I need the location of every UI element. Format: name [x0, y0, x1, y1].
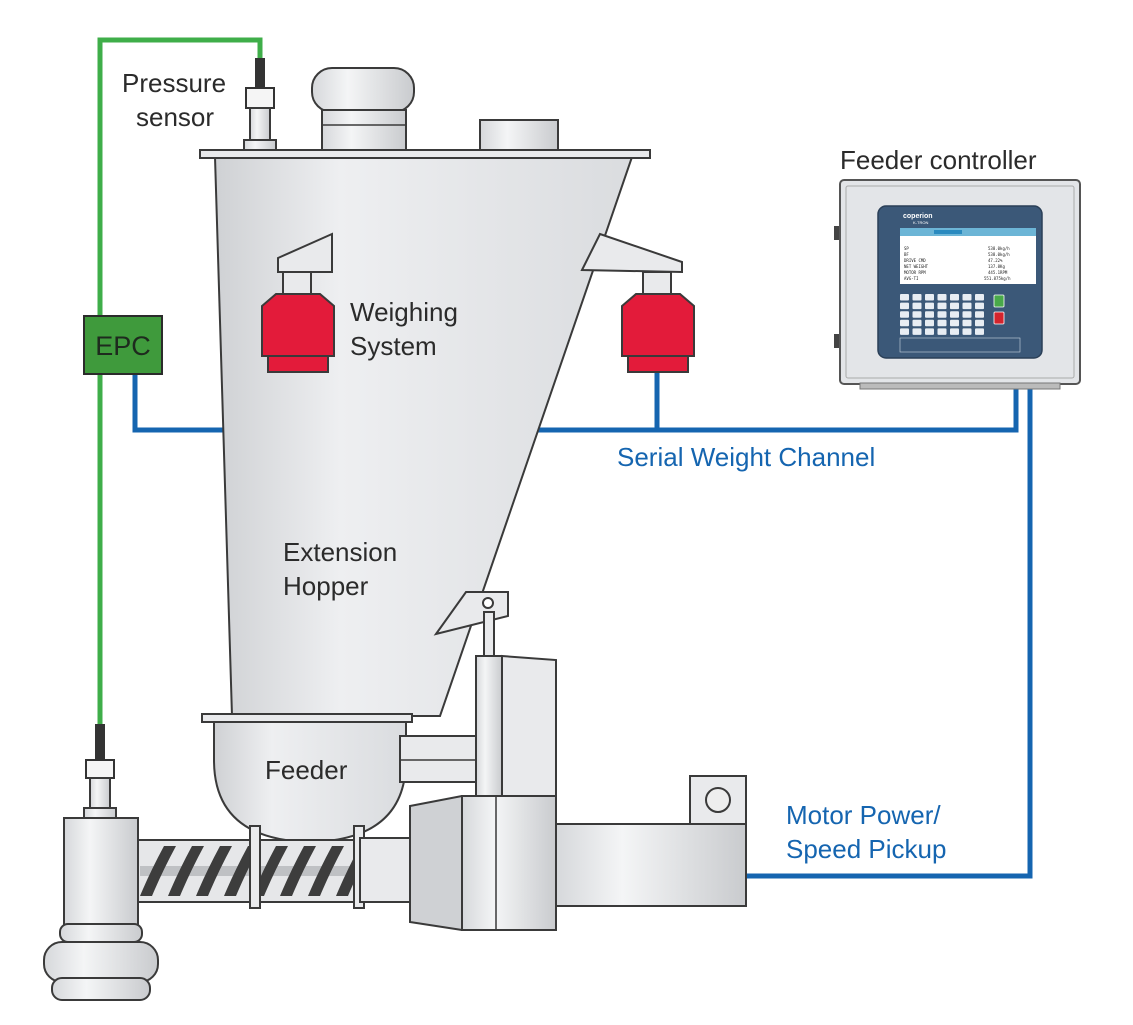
keypad-key — [950, 319, 959, 327]
weighing-system-label: System — [350, 331, 437, 361]
feeder-controller-label: Feeder controller — [840, 145, 1037, 175]
motor-power-label: Motor Power/ — [786, 800, 941, 830]
keypad-key — [912, 328, 922, 335]
controller-screen — [900, 228, 1036, 284]
keypad-key — [925, 311, 934, 318]
keypad-key — [950, 302, 959, 310]
top-vent-unit — [311, 67, 559, 155]
pressure-sensor-label: sensor — [136, 102, 214, 132]
load-cell-left — [261, 232, 335, 373]
keypad-key — [962, 302, 972, 310]
keypad-key — [962, 311, 972, 318]
extension-hopper — [199, 149, 651, 723]
keypad-key — [937, 328, 947, 335]
keypad-key — [950, 328, 959, 335]
screen-row-value: 538.0kg/h — [988, 246, 1010, 251]
keypad-key — [975, 294, 984, 301]
screen-row-value: 137.8Kg — [988, 264, 1005, 269]
keypad-key — [975, 328, 984, 335]
keypad-key — [900, 328, 909, 335]
keypad-key — [950, 311, 959, 318]
keypad-key — [937, 294, 947, 301]
discharge-motor — [43, 817, 159, 1001]
controller-brand: coperion — [903, 213, 933, 220]
screen-row-value: 538.0kg/h — [988, 252, 1010, 257]
keypad-key — [900, 319, 909, 327]
keypad-key — [962, 319, 972, 327]
screw-flight — [196, 846, 232, 896]
keypad-key — [912, 294, 922, 301]
load-cell-right — [580, 232, 695, 373]
epc-label: EPC — [95, 331, 151, 361]
keypad-key — [950, 294, 959, 301]
pressure-sensor — [243, 58, 277, 151]
keypad-key — [975, 311, 984, 318]
keypad-key — [925, 319, 934, 327]
keypad-key — [912, 311, 922, 318]
weighing-system-label: Weighing — [350, 297, 458, 327]
keypad-key — [900, 294, 909, 301]
controller-model: KCM-III — [1016, 278, 1037, 284]
screw-flight — [280, 846, 316, 896]
serial-weight-channel-label: Serial Weight Channel — [617, 442, 875, 472]
keypad-key — [962, 328, 972, 335]
keypad-key — [925, 302, 934, 310]
screen-row-label: SP — [904, 246, 909, 251]
keypad-key — [925, 328, 934, 335]
screen-row-value: 551.875kg/h — [984, 276, 1011, 281]
extension-hopper-label: Hopper — [283, 571, 369, 601]
feeder-body — [213, 721, 479, 844]
screen-row-label: MOTOR RPM — [904, 270, 926, 275]
drive-assembly — [409, 591, 747, 931]
keypad-key — [937, 311, 947, 318]
keypad-key — [900, 311, 909, 318]
screw-conveyor — [135, 825, 411, 909]
feeder-controller: coperion K-TRON SP 538.0kg/h BF 538.0kg/… — [834, 179, 1081, 390]
screen-row-value: 445.1RPM — [988, 270, 1008, 275]
motor-power-wire — [746, 386, 1033, 879]
controller-brand-sub: K-TRON — [913, 220, 928, 225]
keypad-key — [962, 294, 972, 301]
start-key — [993, 294, 1005, 308]
pressure-wire — [97, 37, 263, 728]
extension-hopper-label: Extension — [283, 537, 397, 567]
screw-flight — [140, 846, 176, 896]
keypad-key — [925, 294, 934, 301]
motor-power-label: Speed Pickup — [786, 834, 946, 864]
pressure-sensor-lower — [83, 724, 117, 819]
keypad-key — [975, 319, 984, 327]
controller-keypad — [900, 294, 984, 335]
keypad-key — [912, 302, 922, 310]
keypad-key — [900, 302, 909, 310]
screw-flight — [168, 846, 204, 896]
screen-row-label: DRIVE CMD — [904, 258, 926, 263]
feeder-label: Feeder — [265, 755, 348, 785]
keypad-key — [937, 302, 947, 310]
screen-row-label: AVG-TI — [904, 276, 919, 281]
screen-row-value: 47.22% — [988, 258, 1003, 263]
screen-row-label: BF — [904, 252, 909, 257]
epc-box: EPC — [83, 315, 163, 375]
keypad-key — [937, 319, 947, 327]
stop-key — [993, 311, 1005, 325]
screen-row-label: NET WEIGHT — [904, 264, 929, 269]
keypad-key — [975, 302, 984, 310]
keypad-key — [912, 319, 922, 327]
pressure-sensor-label: Pressure — [122, 68, 226, 98]
screw-flight — [308, 846, 344, 896]
